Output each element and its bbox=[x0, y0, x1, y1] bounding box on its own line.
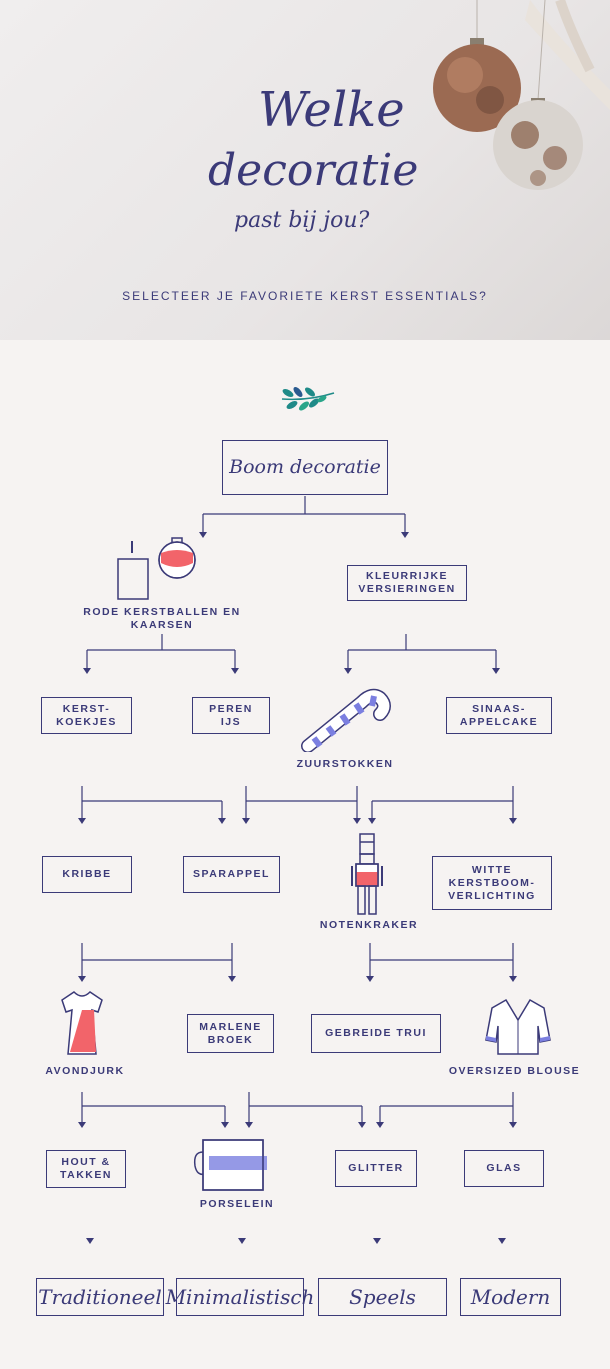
option-gebreide-trui[interactable]: GEBREIDE TRUI bbox=[311, 1014, 441, 1053]
option-notenkraker[interactable]: NOTENKRAKER bbox=[319, 919, 419, 931]
option-witte-kerstboomverlichting[interactable]: WITTE KERSTBOOM- VERLICHTING bbox=[432, 856, 552, 910]
header-banner: Welke decoratie past bij jou? SELECTEER … bbox=[0, 0, 610, 340]
blouse-icon[interactable] bbox=[482, 996, 554, 1056]
option-avondjurk[interactable]: AVONDJURK bbox=[45, 1065, 125, 1077]
option-peren-ijs[interactable]: PEREN IJS bbox=[192, 697, 270, 734]
option-rode-kerstballen[interactable]: RODE KERSTBALLEN EN KAARSEN bbox=[83, 606, 241, 631]
evening-dress-icon[interactable] bbox=[58, 990, 106, 1058]
start-node-boom-decoratie[interactable]: Boom decoratie bbox=[222, 440, 388, 495]
option-kerstkoekjes[interactable]: KERST- KOEKJES bbox=[41, 697, 132, 734]
ornaments-illustration bbox=[433, 0, 610, 190]
result-minimalistisch[interactable]: Minimalistisch bbox=[166, 1278, 314, 1316]
candle-ornament-icon[interactable] bbox=[112, 533, 202, 603]
option-glas[interactable]: GLAS bbox=[464, 1150, 544, 1187]
option-porselein[interactable]: PORSELEIN bbox=[199, 1198, 275, 1210]
result-modern[interactable]: Modern bbox=[460, 1278, 561, 1316]
option-kleurrijke-versieringen[interactable]: KLEURRIJKE VERSIERINGEN bbox=[347, 565, 467, 601]
title-line-2: decoratie bbox=[208, 145, 419, 196]
nutcracker-icon[interactable] bbox=[350, 832, 384, 918]
option-sparappel[interactable]: SPARAPPEL bbox=[183, 856, 280, 893]
title-line-3: past bij jou? bbox=[234, 208, 370, 233]
result-traditioneel[interactable]: Traditioneel bbox=[36, 1278, 164, 1316]
leaf-icon bbox=[281, 387, 335, 411]
option-zuurstokken[interactable]: ZUURSTOKKEN bbox=[296, 758, 394, 770]
option-kribbe[interactable]: KRIBBE bbox=[42, 856, 132, 893]
candy-cane-icon[interactable] bbox=[300, 680, 394, 752]
subtitle: SELECTEER JE FAVORIETE KERST ESSENTIALS? bbox=[122, 289, 488, 303]
porcelain-cup-icon[interactable] bbox=[193, 1138, 267, 1194]
option-marlene-broek[interactable]: MARLENE BROEK bbox=[187, 1014, 274, 1053]
option-hout-takken[interactable]: HOUT & TAKKEN bbox=[46, 1150, 126, 1188]
result-speels[interactable]: Speels bbox=[318, 1278, 447, 1316]
option-oversized-blouse[interactable]: OVERSIZED BLOUSE bbox=[448, 1065, 581, 1077]
title-line-1: Welke bbox=[258, 82, 405, 138]
option-sinaasappelcake[interactable]: SINAAS- APPELCAKE bbox=[446, 697, 552, 734]
option-glitter[interactable]: GLITTER bbox=[335, 1150, 417, 1187]
